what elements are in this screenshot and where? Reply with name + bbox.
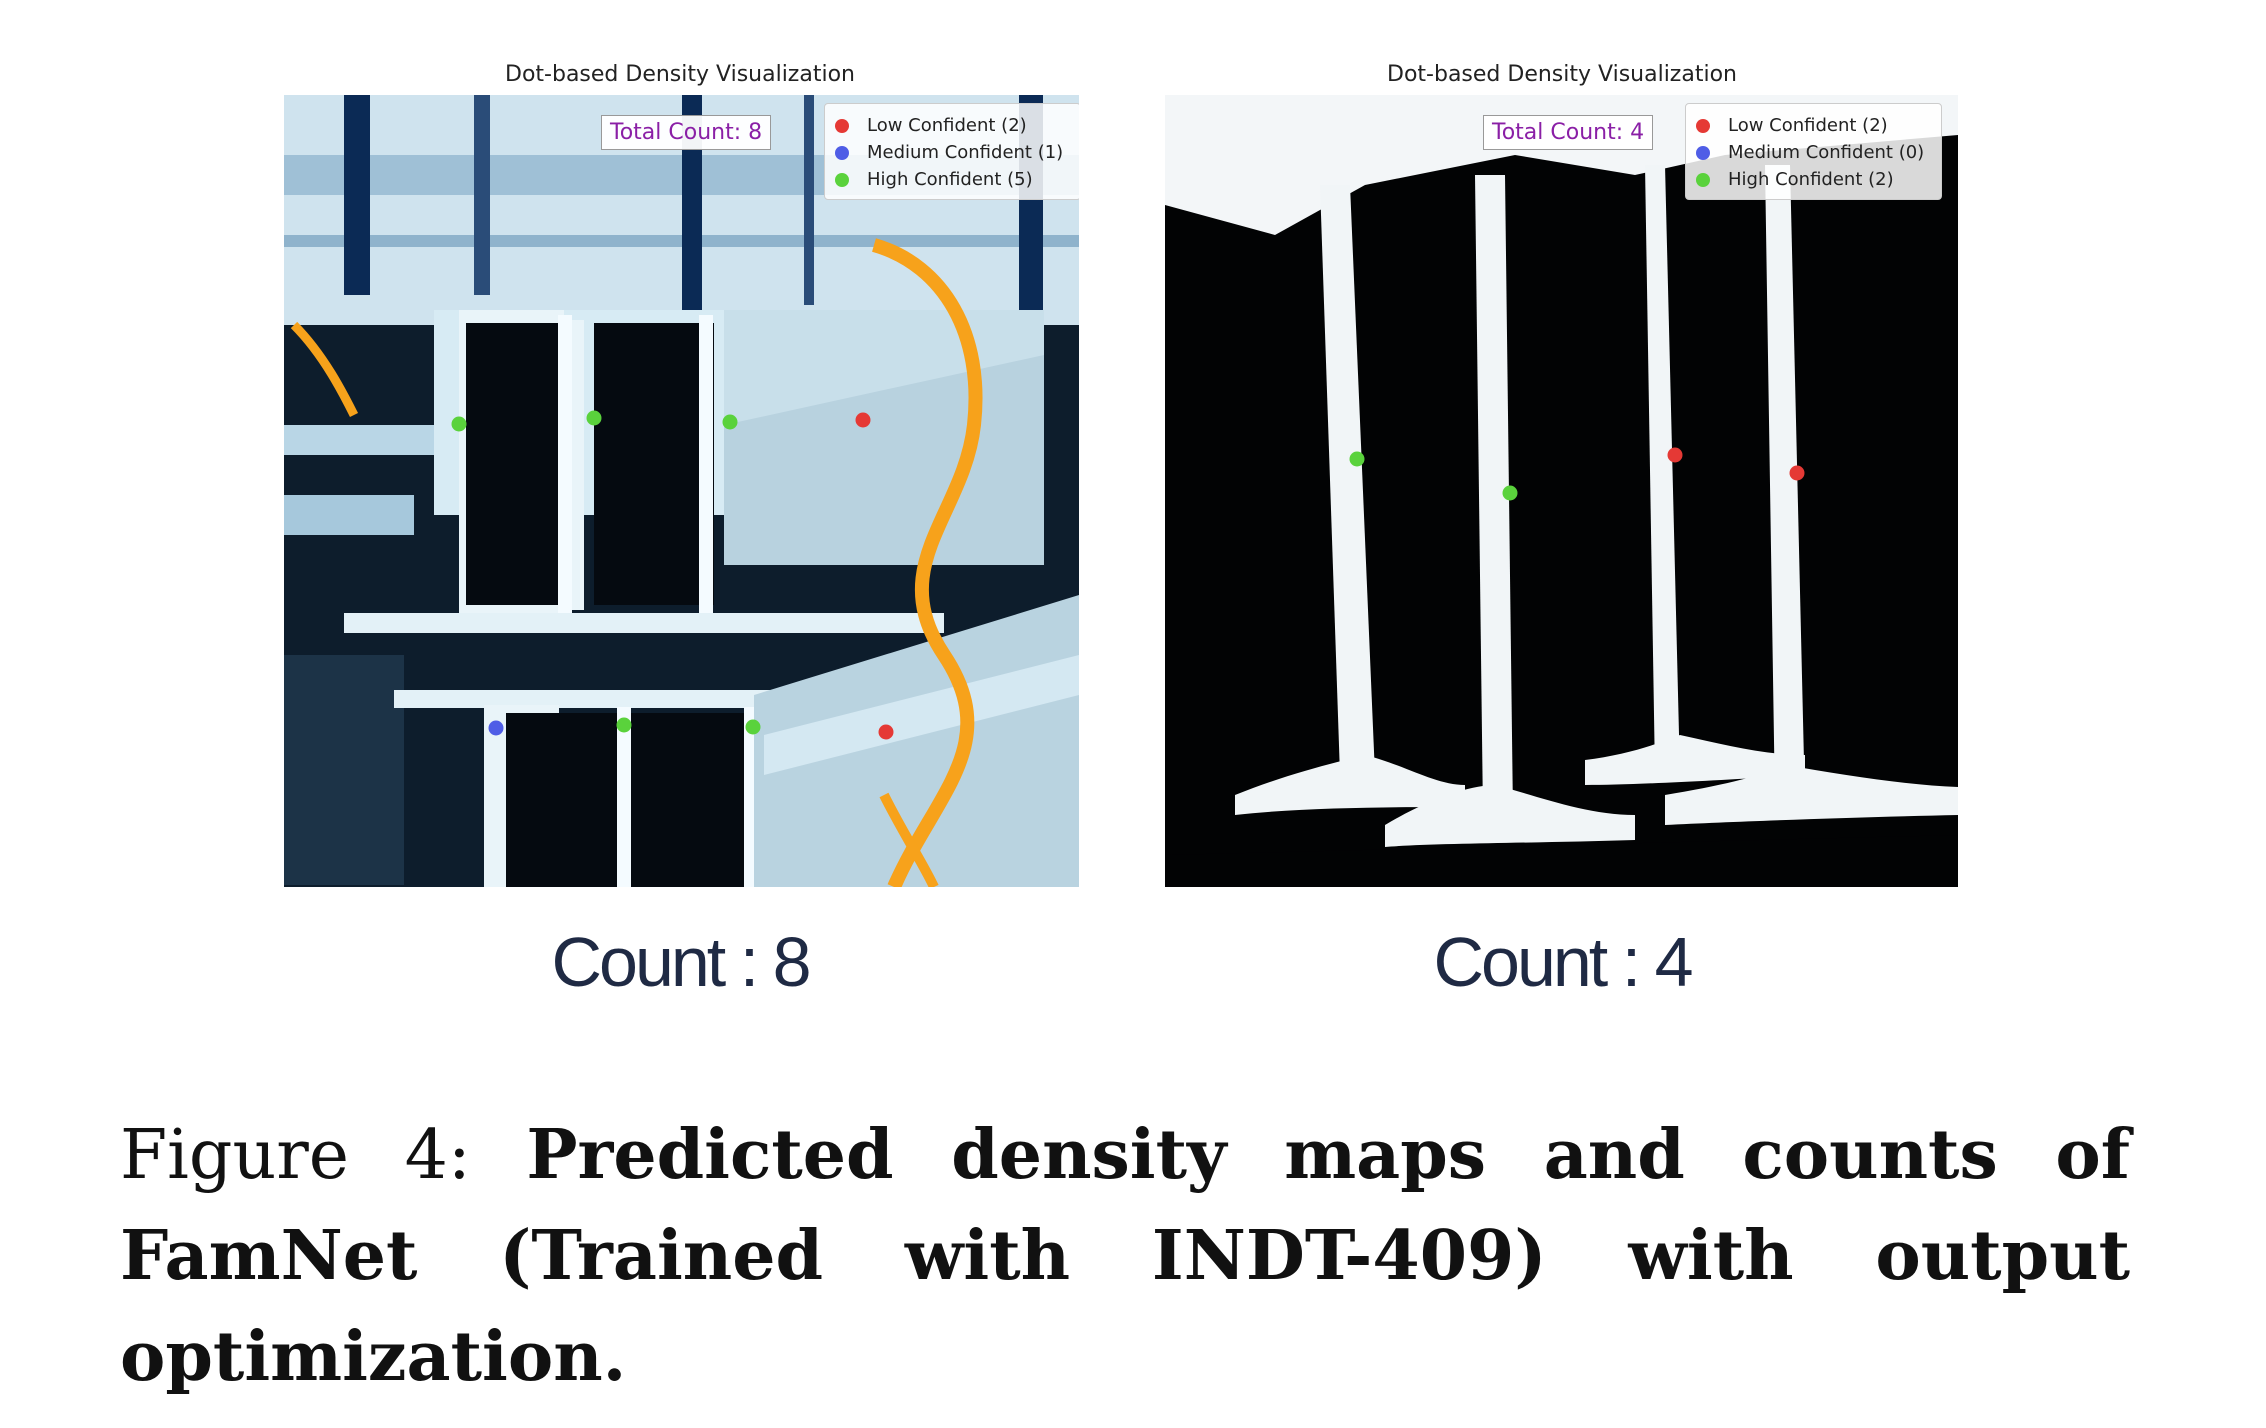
legend-label: Medium Confident (1) [867, 142, 1064, 163]
detection-dot-low [1667, 447, 1683, 463]
legend-label: Low Confident (2) [1728, 115, 1888, 136]
detection-dot-high [1502, 485, 1518, 501]
legend-item-medium: Medium Confident (1) [835, 139, 1070, 166]
legend-label: Low Confident (2) [867, 115, 1027, 136]
total-count-badge: Total Count: 8 [601, 115, 772, 150]
steel-beams-illustration [284, 95, 1079, 887]
count-label: Count : 4 [1433, 923, 1693, 1001]
blue-dot-icon [1696, 145, 1710, 160]
detection-dot-high [722, 414, 738, 430]
confidence-legend: Low Confident (2) Medium Confident (0) H… [1685, 103, 1942, 200]
steel-beams-illustration [1165, 95, 1958, 887]
legend-item-low: Low Confident (2) [1696, 112, 1931, 139]
legend-item-high: High Confident (5) [835, 166, 1070, 193]
total-count-badge: Total Count: 4 [1483, 115, 1654, 150]
panel-title: Dot-based Density Visualization [505, 62, 855, 87]
green-dot-icon [835, 172, 849, 187]
legend-label: Medium Confident (0) [1728, 142, 1925, 163]
caption-text: Predicted density maps and counts of Fam… [120, 1115, 2130, 1397]
detection-dot-low [1789, 465, 1805, 481]
detection-dot-medium [488, 720, 504, 736]
panel-title: Dot-based Density Visualization [1387, 62, 1737, 87]
count-label: Count : 8 [551, 923, 811, 1001]
legend-label: High Confident (5) [867, 169, 1033, 190]
steel-beams-photo: Total Count: 8 Low Confident (2) Medium … [284, 95, 1079, 887]
detection-dot-high [586, 410, 602, 426]
legend-item-high: High Confident (2) [1696, 166, 1931, 193]
detection-dot-high [1349, 451, 1365, 467]
legend-item-low: Low Confident (2) [835, 112, 1070, 139]
detection-dot-low [855, 412, 871, 428]
legend-item-medium: Medium Confident (0) [1696, 139, 1931, 166]
detection-dot-high [451, 416, 467, 432]
legend-label: High Confident (2) [1728, 169, 1894, 190]
figure-number: Figure 4: [120, 1116, 527, 1195]
red-dot-icon [1696, 118, 1710, 133]
confidence-legend: Low Confident (2) Medium Confident (1) H… [824, 103, 1079, 200]
blue-dot-icon [835, 145, 849, 160]
detection-dot-high [745, 719, 761, 735]
detection-dot-high [616, 717, 632, 733]
steel-beams-photo: Total Count: 4 Low Confident (2) Medium … [1165, 95, 1958, 887]
figure-caption: Figure 4: Predicted density maps and cou… [120, 1105, 2130, 1408]
red-dot-icon [835, 118, 849, 133]
detection-dot-low [878, 724, 894, 740]
green-dot-icon [1696, 172, 1710, 187]
